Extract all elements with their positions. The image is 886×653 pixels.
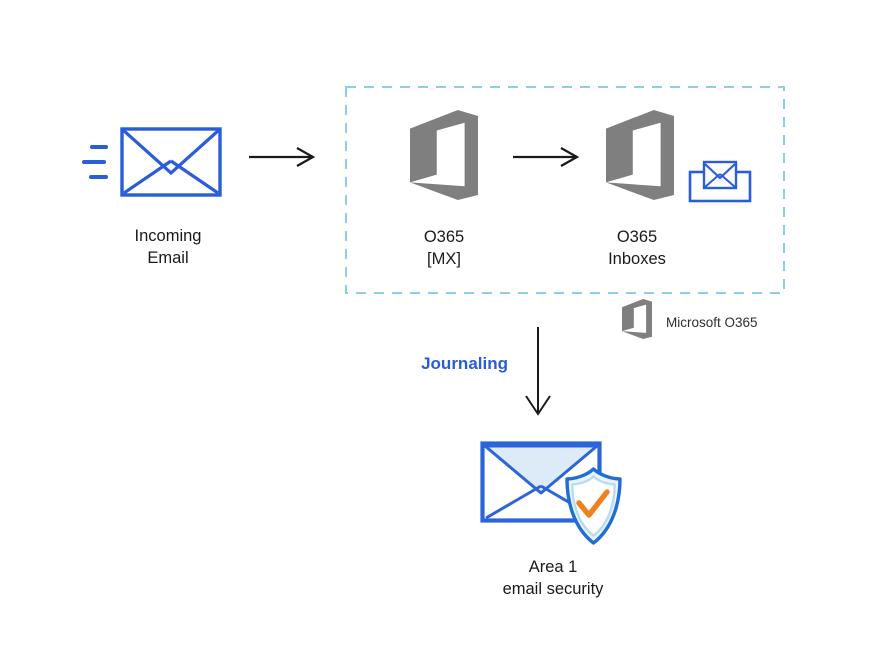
inbox-tray-envelope-icon (688, 160, 752, 203)
speed-line-icon (89, 175, 108, 179)
o365-mx-label-line2: [MX] (427, 250, 461, 268)
legend-label: Microsoft O365 (666, 315, 758, 330)
right-arrow-icon (513, 147, 580, 167)
incoming-envelope-icon (120, 127, 222, 197)
o365-mx-label-line1: O365 (423, 228, 465, 246)
right-arrow-icon (249, 147, 316, 167)
o365-inboxes-label-line2: Inboxes (608, 250, 666, 268)
o365-inboxes-label-line1: O365 (616, 228, 658, 246)
incoming-email-label-line2: Email (147, 249, 189, 267)
shield-check-icon (565, 467, 622, 545)
area1-label: Area 1 email security (473, 556, 633, 600)
area1-label-line2: email security (502, 580, 604, 598)
speed-line-icon (90, 145, 108, 149)
o365-mx-label: O365 [MX] (404, 226, 484, 270)
office-365-logo-icon (410, 110, 478, 200)
journaling-label: Journaling (421, 354, 508, 373)
o365-inboxes-label: O365 Inboxes (597, 226, 677, 270)
o365-boundary-dashed-box (345, 86, 785, 294)
down-arrow-icon (525, 327, 551, 416)
incoming-email-label-line1: Incoming (134, 227, 202, 245)
office-365-logo-icon (606, 110, 674, 200)
speed-line-icon (82, 160, 106, 164)
incoming-email-label: Incoming Email (98, 225, 238, 269)
legend-office-365-logo-icon (622, 299, 652, 339)
area1-label-line1: Area 1 (528, 558, 578, 576)
